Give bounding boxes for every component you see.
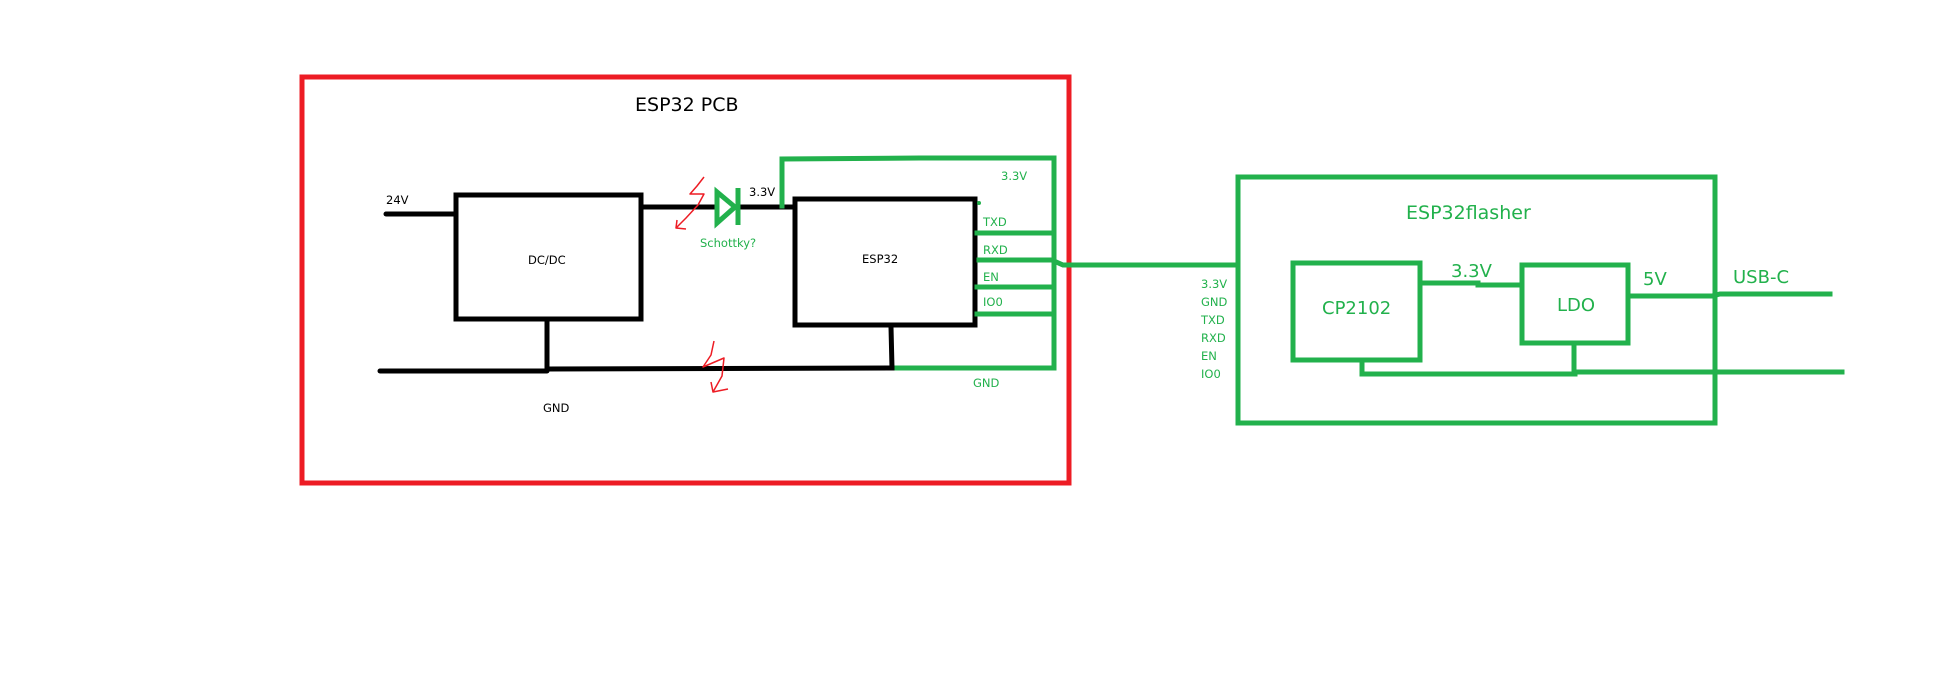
dcdc-block — [453, 192, 644, 322]
schottky-diode-icon — [714, 186, 741, 229]
arrowhead-icon — [675, 219, 687, 230]
esp32-pcb-boundary — [299, 74, 1072, 486]
usb-5v-wire — [1626, 291, 1833, 299]
flasher-pin-txd: TXD — [1200, 313, 1225, 327]
esp32-pcb-title: ESP32 PCB — [635, 94, 739, 116]
header-wiring — [779, 155, 1239, 371]
header-pin-txd: TXD — [982, 215, 1007, 229]
ldo-gnd-wire — [1571, 340, 1845, 375]
lightning-arrow-icon — [675, 176, 705, 229]
esp32flasher-boundary — [1235, 174, 1718, 426]
gnd-wire-mid — [544, 365, 898, 372]
flasher-3v3-wire — [1418, 280, 1525, 288]
flasher-pin-3v3: 3.3V — [1201, 277, 1227, 291]
esp32-module — [792, 196, 978, 328]
flasher-5v-label: 5V — [1643, 269, 1667, 290]
usb-c-label: USB-C — [1733, 267, 1789, 288]
flasher-pin-gnd: GND — [1201, 295, 1228, 309]
flasher-3v3-label: 3.3V — [1451, 261, 1493, 282]
cp2102-label: CP2102 — [1322, 298, 1391, 319]
esp32flasher-title: ESP32flasher — [1406, 202, 1531, 224]
lightning-arrow-icon — [702, 340, 725, 393]
rail-3v3-label: 3.3V — [749, 185, 775, 199]
header-pin-rxd: RXD — [983, 243, 1008, 257]
dcdc-label: DC/DC — [528, 253, 566, 267]
ldo-label: LDO — [1557, 295, 1595, 316]
esp32-label: ESP32 — [862, 252, 898, 266]
flasher-pin-rxd: RXD — [1201, 331, 1226, 345]
diode-label: Schottky? — [700, 236, 756, 250]
cp2102-block — [1290, 260, 1423, 363]
gnd-label: GND — [543, 401, 570, 415]
cp2102-gnd-wire — [1359, 357, 1578, 377]
header-pin-io0: IO0 — [983, 295, 1003, 309]
arrowhead-icon — [710, 381, 729, 393]
input-24v-label: 24V — [386, 193, 409, 207]
header-gnd-label: GND — [973, 376, 1000, 390]
esp32-gnd-stub — [888, 324, 895, 371]
flasher-pin-io0: IO0 — [1201, 367, 1221, 381]
header-3v3-label: 3.3V — [1001, 169, 1027, 183]
flasher-pin-en: EN — [1201, 349, 1217, 363]
header-pin-en: EN — [983, 270, 999, 284]
